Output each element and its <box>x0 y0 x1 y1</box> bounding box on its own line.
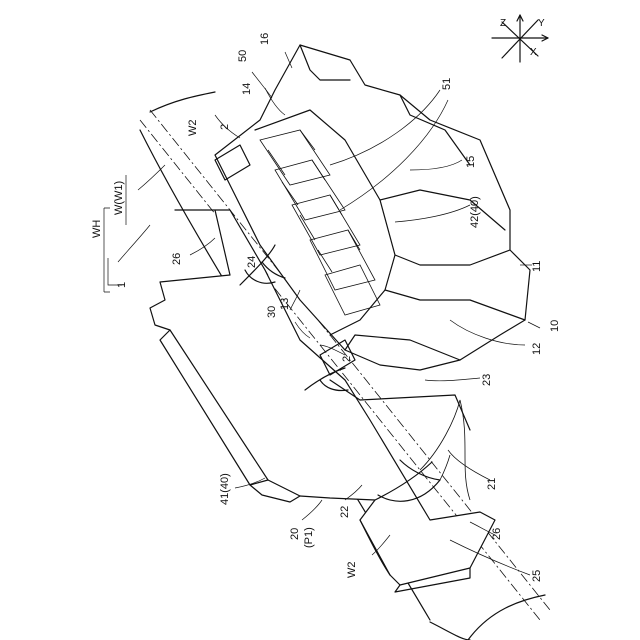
label-25: 25 <box>531 570 543 582</box>
label-w-w1: W(W1) <box>113 181 125 215</box>
axis-label-z: Z <box>500 18 506 29</box>
label-26-top: 26 <box>171 253 183 265</box>
label-30: 30 <box>266 306 278 318</box>
label-1: 1 <box>116 282 128 288</box>
label-50: 50 <box>237 50 249 62</box>
label-24: 24 <box>246 256 258 268</box>
label-w2-top: W2 <box>187 120 199 137</box>
label-15: 15 <box>465 156 477 168</box>
axis-label-y: Y <box>538 18 545 29</box>
label-2-top: 2 <box>219 124 231 130</box>
label-21: 21 <box>486 478 498 490</box>
label-11: 11 <box>531 261 543 272</box>
label-2-mid: 2 <box>341 356 353 362</box>
label-42-40: 42(40) <box>469 196 481 228</box>
label-51: 51 <box>441 78 453 90</box>
label-22: 22 <box>339 506 351 518</box>
label-p1: (P1) <box>303 527 315 548</box>
label-14: 14 <box>241 83 253 95</box>
label-wh: WH <box>91 220 103 238</box>
label-23: 23 <box>481 374 493 386</box>
label-20: 20 <box>289 528 301 540</box>
label-12: 12 <box>531 343 543 355</box>
label-w2-bottom: W2 <box>346 562 358 579</box>
label-16: 16 <box>259 33 271 45</box>
axis-indicator: Z Y X <box>492 15 548 62</box>
axis-label-x: X <box>530 47 537 58</box>
label-13: 13 <box>279 298 291 310</box>
label-10: 10 <box>549 320 561 332</box>
label-26-bottom: 26 <box>491 528 503 540</box>
label-41-40: 41(40) <box>219 473 231 505</box>
